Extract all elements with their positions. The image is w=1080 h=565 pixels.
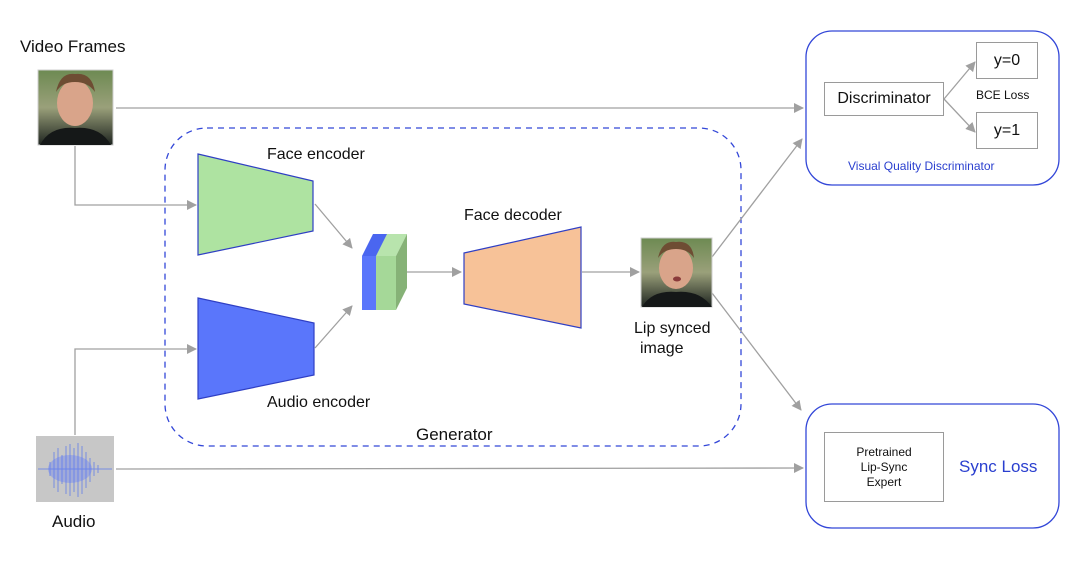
arrow-discriminator-to-y1 <box>943 98 976 133</box>
sync-loss-title: Sync Loss <box>959 457 1038 476</box>
visual-quality-discriminator-container <box>805 30 1060 186</box>
arrow-face-encoder-to-concat <box>314 203 353 249</box>
output-y1-label: y=1 <box>993 121 1021 139</box>
arrow-audio-to-sync-expert <box>115 463 804 474</box>
arrow-discriminator-to-y0 <box>943 61 976 100</box>
concat-features-block <box>362 234 407 310</box>
arrow-output-to-discriminator <box>711 138 803 258</box>
expert-line3: Expert <box>866 474 902 489</box>
audio-label: Audio <box>52 512 96 531</box>
output-y1-box: y=1 <box>976 112 1038 149</box>
generator-label: Generator <box>416 425 493 444</box>
expert-line2: Lip-Sync <box>860 459 908 474</box>
lip-synced-image <box>640 237 713 308</box>
sync-loss-container <box>805 403 1060 529</box>
face-decoder-shape <box>463 226 582 329</box>
discriminator-box: Discriminator <box>824 82 944 116</box>
arrow-output-to-sync-expert <box>711 292 802 411</box>
video-frames-label: Video Frames <box>20 37 126 56</box>
video-frame-image <box>37 69 114 146</box>
visual-quality-discriminator-title: Visual Quality Discriminator <box>848 159 995 173</box>
face-encoder-shape <box>197 153 314 256</box>
lip-synced-label-line2: image <box>640 340 684 357</box>
audio-encoder-label: Audio encoder <box>267 394 371 411</box>
lip-synced-label-line1: Lip synced <box>634 320 711 337</box>
expert-line1: Pretrained <box>856 444 912 459</box>
bce-loss-label: BCE Loss <box>976 88 1030 102</box>
generator-container <box>164 127 742 447</box>
lip-sync-expert-box: Pretrained Lip-Sync Expert <box>824 432 944 502</box>
face-encoder-label: Face encoder <box>267 146 365 163</box>
output-y0-label: y=0 <box>993 51 1021 69</box>
arrow-video-to-face-encoder <box>74 146 197 210</box>
audio-waveform-image <box>36 436 114 502</box>
output-y0-box: y=0 <box>976 42 1038 79</box>
arrow-audio-to-audio-encoder <box>74 344 197 435</box>
face-decoder-label: Face decoder <box>464 207 562 224</box>
arrow-audio-encoder-to-concat <box>314 305 353 349</box>
discriminator-label: Discriminator <box>837 90 931 107</box>
audio-encoder-shape <box>197 297 315 400</box>
